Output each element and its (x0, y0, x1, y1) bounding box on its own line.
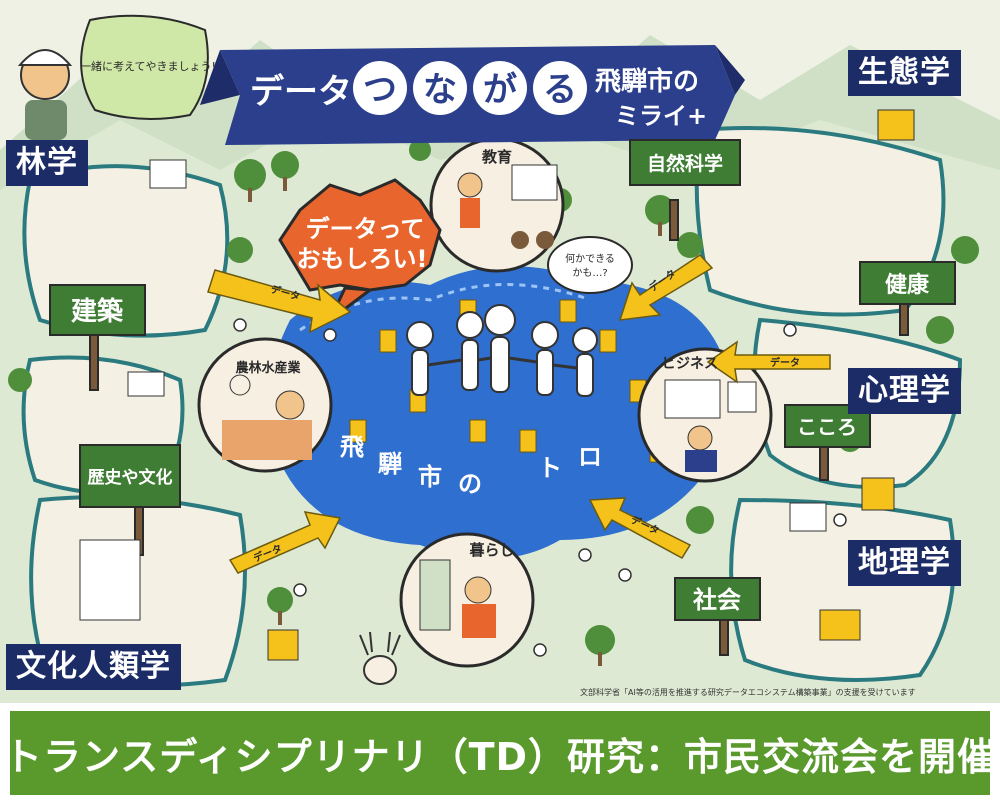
sign-health: 健康 (885, 272, 930, 298)
banner-char-2: な (423, 70, 457, 110)
data-arrow-se (588, 497, 692, 559)
document-icon (149, 159, 187, 189)
banner-char-1: つ (363, 70, 397, 110)
footer-title: トランスディシプリナリ（TD）研究：市民交流会を開催 (3, 734, 997, 779)
bubble-living (399, 532, 535, 668)
field-tag-forestry: 林学 (6, 140, 88, 186)
footer: トランスディシプリナリ（TD）研究：市民交流会を開催 (0, 705, 1000, 801)
bubble-label-living: 暮らし (468, 541, 514, 559)
speech-center-line-2: おもしろい! (297, 245, 428, 273)
temple-icon (79, 539, 141, 621)
guide-character (17, 49, 73, 140)
speech-left-text: 一緒に考えてやきましょう! (80, 59, 216, 73)
city-label-5: ト (538, 454, 562, 482)
sort-icon (267, 629, 299, 661)
sign-society: 社会 (693, 586, 741, 614)
clock-icon (127, 371, 165, 397)
banner-prefix: データで (250, 72, 386, 112)
field-tag-cultural-anthropology: 文化人類学 (6, 644, 181, 690)
banner-future: ミライ+ (615, 102, 707, 130)
banner-char-4: る (543, 70, 577, 110)
city-label-3: 市 (418, 463, 442, 491)
speech-center-line-1: データって (306, 215, 425, 243)
network-icon (789, 502, 827, 532)
data-arrow-ne (618, 254, 714, 321)
illustration-poster: データで つ な が る 飛騨市の ミライ+ 一緒に考えてやきましょう! データ… (0, 0, 1000, 703)
city-label-4: の (458, 470, 482, 498)
speech-small-line-2: かも…? (572, 267, 607, 279)
city-label-2: 騨 (378, 450, 402, 478)
sign-mind: こころ (797, 415, 857, 439)
bubble-label-business: ビジネス (662, 356, 718, 372)
grant-note: 文部科学省「AI等の活用を推進する研究データエコシステム構築事業」の支援を受けて… (580, 688, 916, 697)
speech-burst (278, 178, 442, 292)
deer (359, 631, 401, 685)
field-tag-geography: 地理学 (848, 540, 961, 586)
city-label-1: 飛 (340, 433, 364, 461)
poster-illustration: データで つ な が る 飛騨市の ミライ+ 一緒に考えてやきましょう! データ… (0, 14, 1000, 703)
banner-char-3: が (483, 70, 517, 110)
bubble-agriculture (197, 337, 333, 473)
city-label-6: ロ (578, 443, 602, 471)
weather-icon (877, 109, 915, 141)
data-arrow-e (706, 340, 831, 384)
data-arrow-sw (228, 511, 342, 574)
speech-small-line-1: 何かできる (565, 252, 615, 265)
data-arrow-nw (207, 269, 352, 334)
field-tag-ecology: 生態学 (848, 50, 961, 96)
banner-city: 飛騨市の (595, 66, 699, 97)
arrow-label-e: データ (770, 356, 800, 369)
sign-history: 歴史や文化 (88, 467, 173, 488)
field-tag-psychology: 心理学 (848, 368, 961, 414)
bubble-label-agriculture: 農林水産業 (235, 360, 301, 376)
sign-natural-science: 自然科学 (647, 152, 723, 175)
bubble-label-education: 教育 (481, 148, 512, 166)
chart-icon (819, 609, 861, 641)
sign-architecture: 建築 (71, 296, 124, 327)
footer-band: トランスディシプリナリ（TD）研究：市民交流会を開催 (4, 711, 995, 795)
speech-left-bubble (80, 14, 209, 120)
list-icon (861, 477, 895, 511)
bubble-business (637, 347, 773, 483)
